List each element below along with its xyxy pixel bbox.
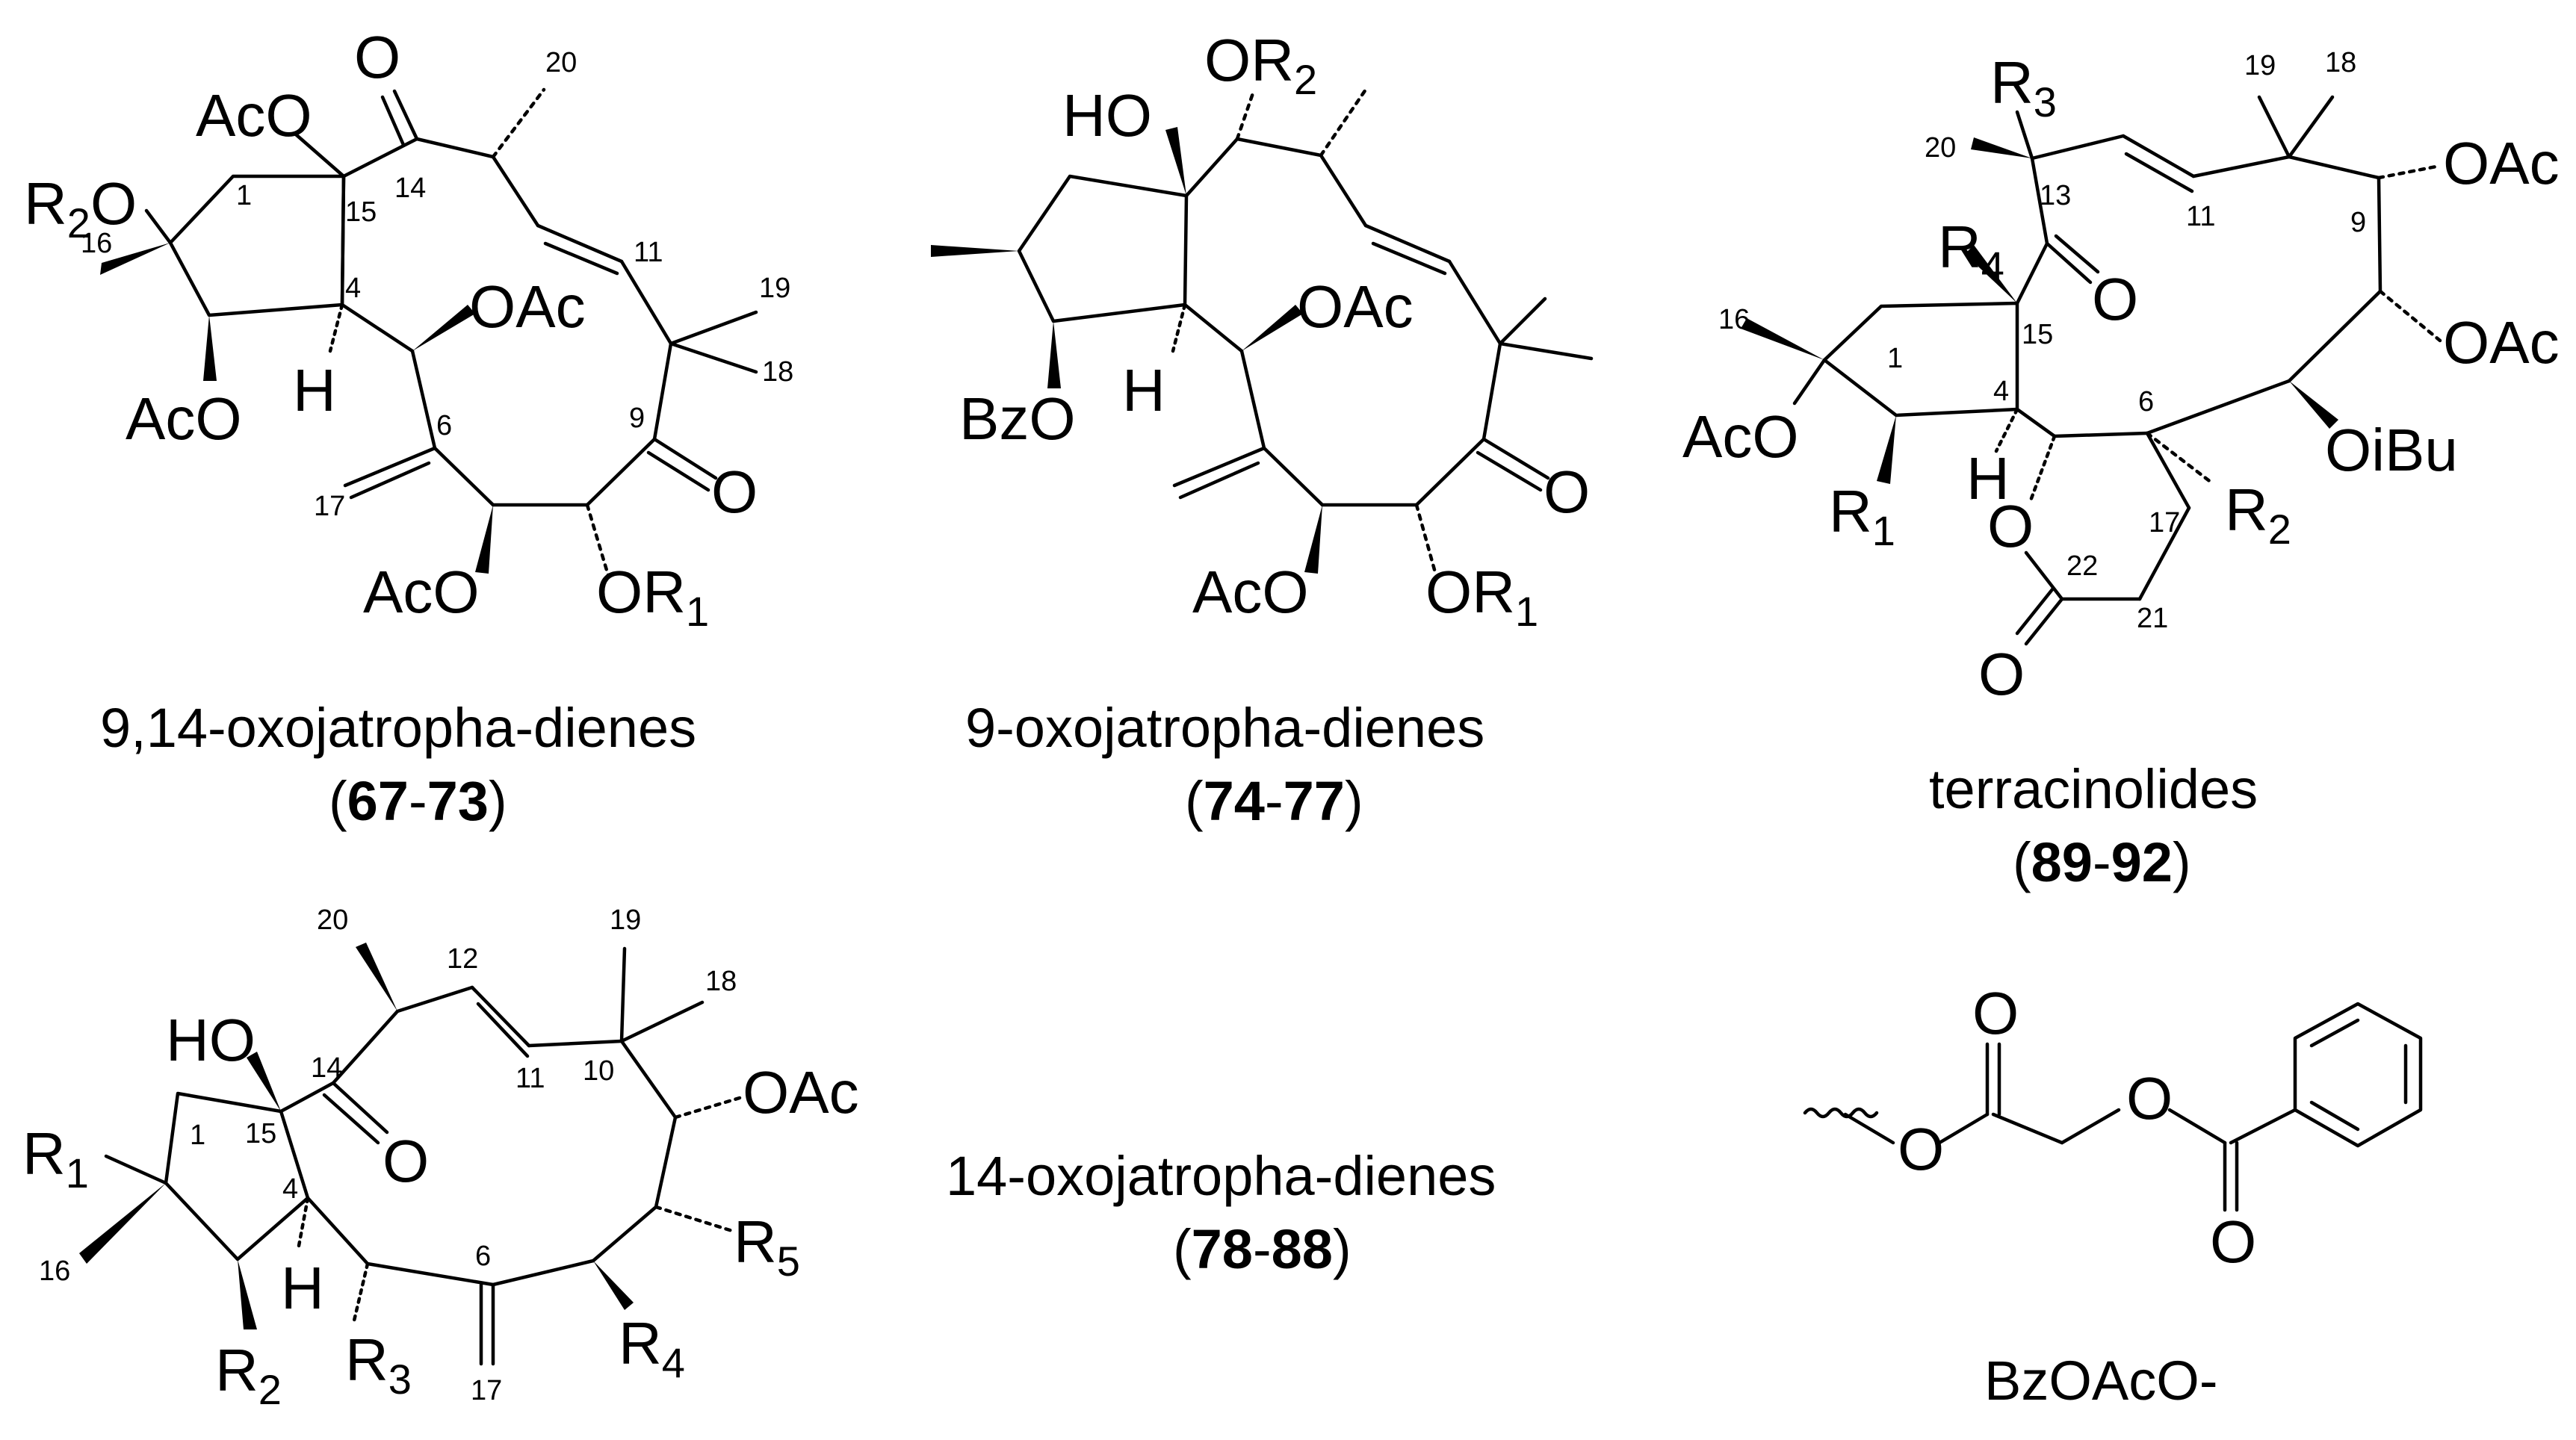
s4-range: (78-88): [1173, 1218, 1352, 1280]
s1-aco-top: AcO: [196, 82, 312, 149]
s1-aco-bottom: AcO: [363, 559, 480, 625]
s3-num-13: 13: [2040, 180, 2071, 211]
s2-or2: OR2: [1204, 27, 1317, 103]
structure-9-oxojatropha-dienes: OR2 HO OAc BzO H O AcO OR1 9-oxojatropha…: [931, 27, 1594, 832]
s5-o-ester: O: [1898, 1116, 1944, 1182]
s4-num-18: 18: [705, 966, 737, 997]
s1-num-9: 9: [629, 403, 645, 434]
s3-o-ketone: O: [2092, 266, 2138, 332]
s3-r3: R3: [1990, 49, 2057, 125]
s4-oac: OAc: [743, 1059, 859, 1126]
s2-or1: OR1: [1425, 559, 1538, 635]
s3-num-4: 4: [1993, 376, 2009, 407]
s4-num-4: 4: [282, 1173, 298, 1205]
s4-r1: R1: [22, 1120, 89, 1197]
s1-num-16: 16: [81, 228, 112, 259]
structure-terracinolides: R3 R4 OAc OAc OiBu AcO R1 H O R2 O O 19 …: [1682, 47, 2560, 893]
s3-r2: R2: [2225, 477, 2291, 553]
structure-9-14-oxojatropha-dienes: AcO R2O OAc AcO AcO OR1 H O O 20 14 1 15…: [24, 24, 793, 832]
s4-num-1: 1: [190, 1120, 205, 1151]
s1-num-1: 1: [236, 180, 252, 211]
s3-num-18: 18: [2325, 47, 2356, 78]
s1-num-15: 15: [345, 196, 377, 228]
s3-num-15: 15: [2022, 319, 2053, 350]
s4-num-6: 6: [475, 1241, 491, 1272]
s5-caption: BzOAcO-: [1984, 1350, 2217, 1412]
s3-oac-top: OAc: [2443, 130, 2560, 196]
s4-ho: HO: [166, 1007, 256, 1073]
s2-aco-bottom: AcO: [1192, 559, 1309, 625]
s4-num-17: 17: [471, 1375, 502, 1406]
s2-bzo: BzO: [959, 385, 1076, 452]
s3-o-ring: O: [1987, 493, 2034, 559]
s3-num-20: 20: [1925, 132, 1956, 164]
s4-r2: R2: [215, 1337, 282, 1413]
s3-num-22: 22: [2066, 550, 2098, 582]
s4-o14: O: [383, 1128, 429, 1194]
s1-o9: O: [711, 459, 758, 525]
s1-oac: OAc: [469, 273, 586, 340]
s5-o-carbonyl2: O: [2210, 1208, 2256, 1275]
s3-num-16: 16: [1718, 304, 1750, 335]
s5-o-carbonyl1: O: [1972, 980, 2019, 1046]
s1-r2o: R2O: [24, 170, 137, 246]
s3-aco: AcO: [1682, 403, 1799, 470]
s3-range: (89-92): [2013, 831, 2191, 893]
s2-ho: HO: [1062, 82, 1152, 149]
s4-num-10: 10: [583, 1055, 614, 1087]
s1-or1: OR1: [596, 559, 709, 635]
s4-num-12: 12: [447, 943, 478, 975]
s3-num-11: 11: [2186, 201, 2215, 232]
s3-h: H: [1966, 445, 2010, 512]
s4-r3: R3: [345, 1326, 412, 1403]
s1-num-14: 14: [394, 173, 426, 204]
s3-num-9: 9: [2350, 207, 2366, 238]
s4-h: H: [281, 1255, 324, 1321]
s4-num-16: 16: [39, 1256, 70, 1287]
structure-bzoaco: O O O O BzOAcO-: [1803, 980, 2423, 1412]
s1-num-20: 20: [545, 47, 577, 78]
s1-num-6: 6: [436, 410, 452, 441]
s3-num-6: 6: [2138, 386, 2154, 418]
s4-num-15: 15: [245, 1118, 276, 1149]
s3-num-21: 21: [2137, 603, 2168, 634]
s3-num-19: 19: [2244, 50, 2276, 81]
s3-num-1: 1: [1887, 343, 1903, 374]
s4-r5: R5: [734, 1208, 800, 1285]
s3-oibu: OiBu: [2325, 417, 2458, 483]
s2-range: (74-77): [1185, 770, 1363, 832]
s3-o-carbonyl: O: [1978, 641, 2025, 707]
s1-o14: O: [354, 24, 400, 90]
s4-num-14: 14: [311, 1052, 342, 1084]
s1-h: H: [293, 357, 336, 423]
s3-r1: R1: [1829, 478, 1895, 554]
s1-caption: 9,14-oxojatropha-dienes: [100, 697, 696, 759]
s1-num-4: 4: [345, 273, 361, 304]
s1-num-18: 18: [762, 356, 793, 388]
structure-14-oxojatropha-dienes: HO R1 OAc R5 R2 H R3 R4 O 20 12 19 18 14…: [22, 904, 1496, 1413]
s2-caption: 9-oxojatropha-dienes: [965, 697, 1484, 759]
s4-num-20: 20: [317, 904, 348, 936]
s1-aco-left: AcO: [126, 385, 242, 452]
s3-caption: terracinolides: [1929, 758, 2258, 820]
s4-caption: 14-oxojatropha-dienes: [946, 1145, 1496, 1207]
s4-r4: R4: [619, 1310, 685, 1386]
s1-num-17: 17: [314, 491, 345, 522]
s2-oac: OAc: [1297, 273, 1414, 340]
s1-range: (67-73): [329, 770, 507, 832]
s3-oac-right: OAc: [2443, 309, 2560, 376]
s1-num-19: 19: [759, 273, 790, 304]
s4-num-11: 11: [515, 1063, 545, 1094]
s3-num-17: 17: [2149, 507, 2180, 539]
s3-r4: R4: [1938, 214, 2004, 290]
s4-num-19: 19: [610, 904, 641, 936]
s5-o-ether: O: [2126, 1065, 2173, 1132]
s1-num-11: 11: [634, 237, 663, 268]
s2-h: H: [1122, 357, 1165, 423]
s2-o9: O: [1544, 459, 1590, 525]
